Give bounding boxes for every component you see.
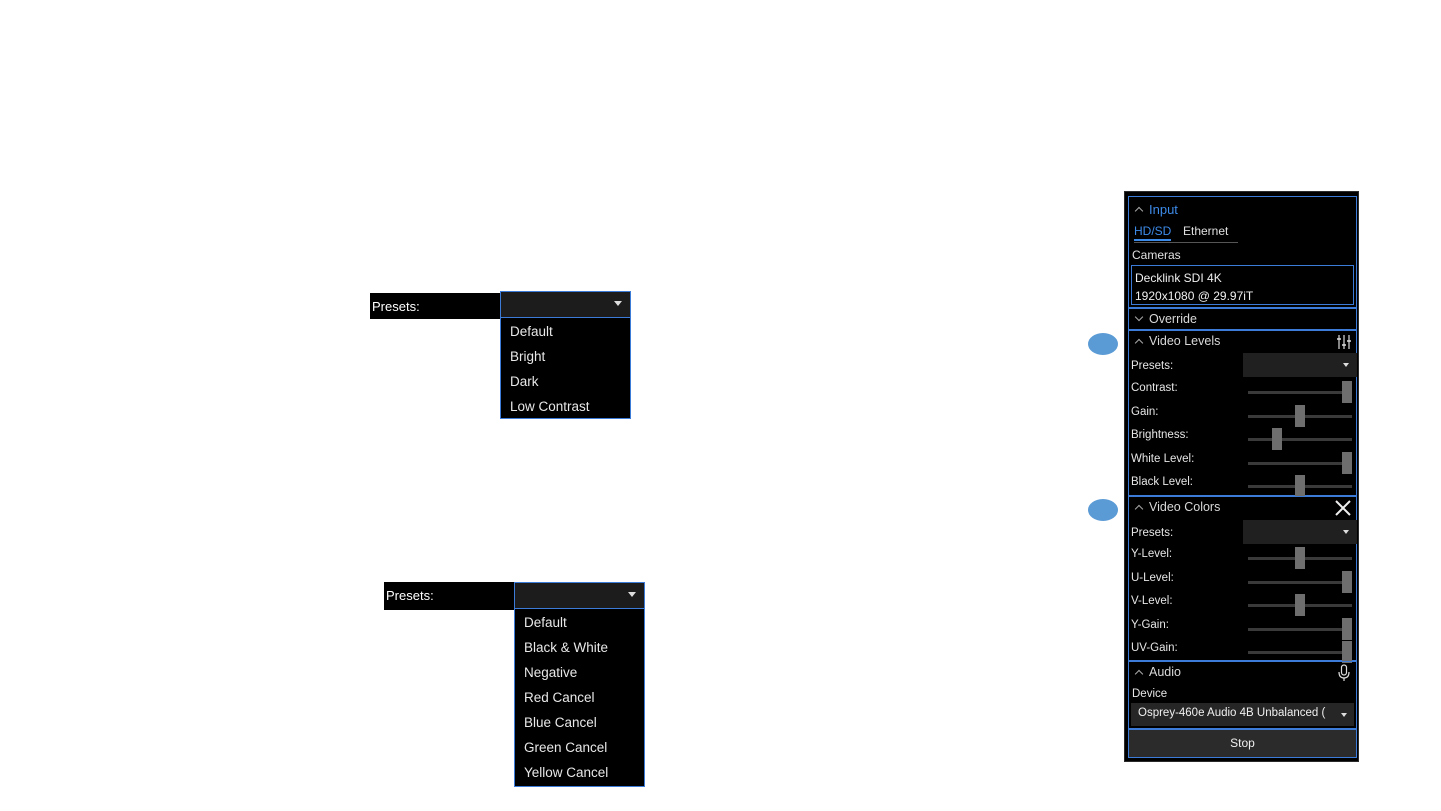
slider-label: U-Level: (1131, 571, 1174, 584)
override-section[interactable]: Override (1128, 308, 1357, 330)
chevron-down-icon (1343, 530, 1349, 534)
input-tabs: HD/SD Ethernet (1134, 224, 1238, 243)
slider-thumb[interactable] (1295, 594, 1305, 617)
preset-option[interactable]: Green Cancel (524, 740, 608, 755)
presets-bar: Presets: (370, 293, 501, 319)
camera-name: Decklink SDI 4K (1135, 271, 1222, 285)
chevron-down-icon (628, 592, 636, 597)
video-levels-section: Video Levels Presets: Contrast: Gain: Brig… (1128, 330, 1357, 498)
tab-ethernet[interactable]: Ethernet (1183, 224, 1229, 238)
slider-track[interactable] (1248, 461, 1352, 465)
presets-option-list: Default Black & White Negative Red Cance… (514, 609, 645, 787)
presets-bar: Presets: (384, 582, 515, 610)
chevron-down-icon (614, 301, 622, 306)
slider-thumb[interactable] (1342, 570, 1352, 593)
input-title[interactable]: Input (1149, 202, 1178, 217)
chevron-up-icon[interactable] (1134, 504, 1144, 514)
presets-dropdown-colors: Presets: Default Black & White Negative … (384, 580, 646, 790)
slider-thumb[interactable] (1272, 428, 1282, 451)
preset-option[interactable]: Negative (524, 665, 578, 680)
chevron-up-icon[interactable] (1134, 669, 1144, 679)
preset-option[interactable]: Dark (510, 374, 539, 389)
preset-option[interactable]: Low Contrast (510, 399, 590, 414)
slider-track[interactable] (1248, 580, 1352, 584)
preset-option[interactable]: Bright (510, 349, 546, 364)
slider-label: Y-Gain: (1131, 618, 1169, 631)
slider-track[interactable] (1248, 651, 1352, 655)
video-levels-presets-select[interactable] (1243, 353, 1357, 377)
presets-option-list: Default Bright Dark Low Contrast (500, 318, 631, 419)
slider-thumb[interactable] (1295, 404, 1305, 427)
presets-select[interactable] (514, 582, 645, 609)
preset-option[interactable]: Blue Cancel (524, 715, 597, 730)
slider-label: Black Level: (1131, 476, 1194, 489)
camera-format: 1920x1080 @ 29.97iT (1135, 289, 1254, 303)
slider-track[interactable] (1248, 391, 1352, 394)
video-colors-section: Video Colors Presets: Y-Level: U-Level: V-… (1128, 496, 1357, 664)
video-colors-presets-select[interactable] (1243, 520, 1357, 544)
chevron-down-icon (1343, 363, 1349, 367)
microphone-icon[interactable] (1338, 664, 1350, 682)
slider-label: Contrast: (1131, 382, 1178, 394)
audio-title[interactable]: Audio (1149, 665, 1181, 679)
presets-dropdown-levels: Presets: Default Bright Dark Low Contras… (370, 291, 632, 421)
presets-label: Presets: (1131, 360, 1174, 372)
slider-thumb[interactable] (1295, 475, 1305, 498)
audio-section: Audio Device Osprey-460e Audio 4B Unbala… (1128, 661, 1357, 729)
presets-label: Presets: (386, 588, 434, 603)
slider-label: White Level: (1131, 452, 1195, 465)
chevron-down-icon (1341, 713, 1347, 717)
preset-option[interactable]: Red Cancel (524, 690, 595, 705)
slider-thumb[interactable] (1342, 381, 1352, 403)
chevron-up-icon[interactable] (1134, 206, 1144, 216)
slider-label: UV-Gain: (1131, 642, 1178, 655)
slider-thumb[interactable] (1295, 547, 1305, 569)
tab-hd-sd[interactable]: HD/SD (1134, 224, 1172, 241)
preset-option[interactable]: Default (510, 324, 553, 339)
slider-label: Brightness: (1131, 429, 1189, 442)
chevron-down-icon (1134, 312, 1144, 322)
presets-label: Presets: (372, 299, 420, 314)
preset-option[interactable]: Yellow Cancel (524, 765, 609, 780)
stop-button[interactable]: Stop (1128, 729, 1357, 758)
video-colors-title[interactable]: Video Colors (1149, 500, 1221, 514)
slider-label: V-Level: (1131, 595, 1173, 608)
stop-label: Stop (1230, 736, 1255, 750)
audio-device-value: Osprey-460e Audio 4B Unbalanced ( (1138, 707, 1326, 719)
video-levels-title[interactable]: Video Levels (1149, 334, 1221, 348)
slider-thumb[interactable] (1342, 617, 1352, 640)
close-icon[interactable] (1334, 499, 1352, 517)
cameras-label: Cameras (1132, 248, 1181, 262)
presets-label: Presets: (1131, 527, 1174, 539)
slider-label: Y-Level: (1131, 548, 1173, 560)
slider-thumb[interactable] (1342, 641, 1352, 664)
input-section: Input HD/SD Ethernet Cameras Decklink SD… (1128, 196, 1357, 308)
slider-label: Gain: (1131, 405, 1159, 418)
chevron-up-icon[interactable] (1134, 338, 1144, 348)
preset-option[interactable]: Default (524, 615, 567, 630)
audio-device-select[interactable]: Osprey-460e Audio 4B Unbalanced ( (1131, 703, 1354, 726)
slider-track[interactable] (1248, 438, 1352, 442)
override-title: Override (1149, 312, 1197, 326)
settings-panel: Input HD/SD Ethernet Cameras Decklink SD… (1124, 191, 1359, 762)
preset-option[interactable]: Black & White (524, 640, 609, 655)
slider-thumb[interactable] (1342, 451, 1352, 474)
camera-list-item[interactable]: Decklink SDI 4K 1920x1080 @ 29.97iT (1131, 265, 1354, 305)
presets-select[interactable] (500, 291, 631, 318)
slider-track[interactable] (1248, 627, 1352, 631)
callout-marker-colors (1088, 499, 1118, 521)
callout-marker-levels (1088, 333, 1118, 355)
sliders-icon[interactable] (1336, 334, 1352, 350)
device-label: Device (1132, 688, 1168, 700)
